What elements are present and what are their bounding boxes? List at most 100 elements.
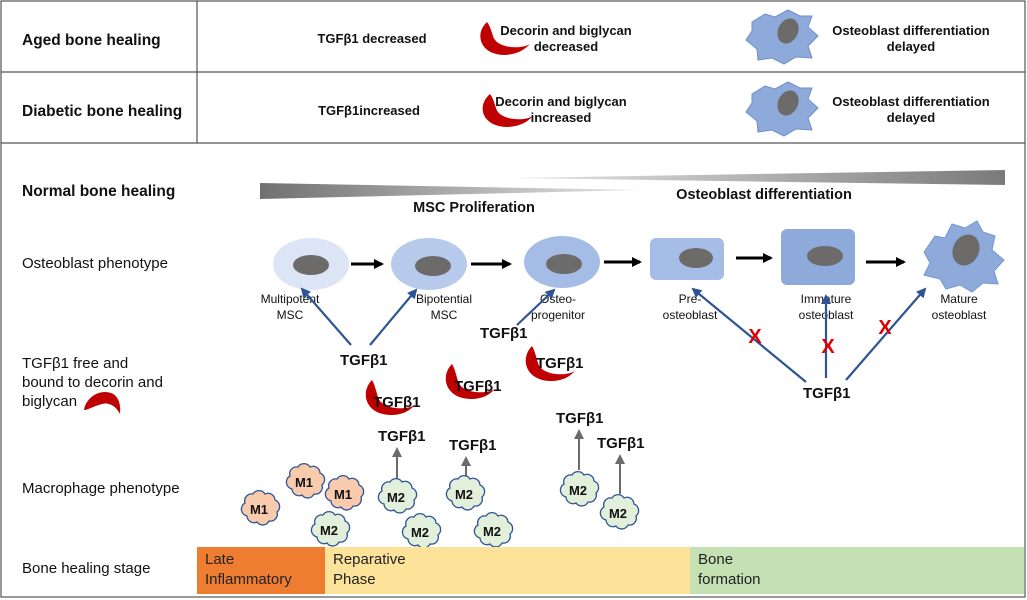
nucleus-icon [293,255,329,275]
stage-label-line: formation [698,571,761,588]
diabetic-decorin-line2: increased [531,110,592,125]
decorin-crescent-icon [482,94,533,127]
cell-multipotent-msc [273,238,349,290]
cell-label-line: progenitor [531,308,585,322]
secretion-arrows [392,429,625,494]
tgf-label: TGFβ1 [803,385,851,402]
tgf-label: TGFβ1 [378,428,426,445]
nucleus-icon [807,246,843,266]
macrophage-m2: M2 [559,470,600,507]
tgf-labels: TGFβ1 TGFβ1 TGFβ1 TGFβ1 TGFβ1 TGFβ1 TGFβ… [340,325,851,454]
inhibit-x-icon: X [748,326,762,348]
cell-pre-osteoblast [650,238,724,280]
tgf-bound-decorin: TGFβ1 [365,380,421,415]
svg-text:M1: M1 [250,502,268,517]
stage-label-line: Late [205,551,235,568]
svg-text:M2: M2 [387,490,405,505]
tgf-label: TGFβ1 [449,437,497,454]
cell-label-line: MSC [431,308,458,322]
aged-tgf-text: TGFβ1 decreased [317,31,426,46]
svg-text:M1: M1 [295,475,313,490]
macrophage-m1: M1 [324,474,365,511]
nucleus-icon [546,254,582,274]
stimulation-arrow [300,287,352,346]
svg-text:M1: M1 [334,487,352,502]
macrophage-m1: M1 [240,489,281,526]
tgf-label: TGFβ1 [373,394,421,411]
inhibited-arrow [691,287,807,383]
osteoblast-differentiation-gradient [510,170,1005,185]
aged-osteo-line1: Osteoblast differentiation [832,23,990,38]
cell-label-line: Bipotential [416,292,472,306]
macrophage-m2: M2 [445,474,486,511]
tgf-label: TGFβ1 [340,352,388,369]
stage-label-line: Reparative [333,551,406,568]
tgf-label: TGFβ1 [480,325,528,342]
inhibit-x-icon: X [821,336,835,358]
diabetic-decorin-line1: Decorin and biglycan [495,94,627,109]
decorin-crescent-icon [445,364,495,399]
cell-label-line: Mature [940,292,978,306]
osteoblast-phenotype-label: Osteoblast phenotype [22,255,168,272]
tgf-stimulation-arrows [300,287,556,346]
svg-text:M2: M2 [320,523,338,538]
stage-label-line: Inflammatory [205,571,292,588]
nucleus-icon [952,234,980,266]
decorin-crescent-icon [480,22,530,55]
tgf-bound-decorin: TGFβ1 [525,346,584,381]
diabetic-osteo-line1: Osteoblast differentiation [832,94,990,109]
cell-label-line: osteoblast [663,308,718,322]
macrophage-phenotype-label: Macrophage phenotype [22,480,180,497]
cell-label-line: osteoblast [932,308,987,322]
tgf-free-label-line3: biglycan [22,393,77,410]
nucleus-icon [777,18,799,44]
macrophages: M1 M1 M1 M2 M2 M2 M2 M2 [240,462,640,549]
tgf-inhibited-arrows [691,287,927,383]
stimulation-arrow [369,288,418,346]
diabetic-osteo-line2: delayed [887,110,935,125]
stage-label-line: Phase [333,571,376,588]
stage-label-line: Bone [698,551,734,568]
cell-label-line: MSC [277,308,304,322]
aged-osteo-line2: delayed [887,39,935,54]
bone-healing-stage-label: Bone healing stage [22,560,150,577]
cell-osteoprogenitor [524,236,600,288]
svg-text:M2: M2 [569,483,587,498]
macrophage-m2: M2 [377,477,418,514]
stage-reparative-phase: Reparative Phase [325,547,690,594]
row-label-diabetic: Diabetic bone healing [22,103,182,120]
msc-proliferation-label: MSC Proliferation [413,200,535,216]
osteoblast-differentiation-label: Osteoblast differentiation [676,187,852,203]
macrophage-m1: M1 [285,462,326,499]
macrophage-m2: M2 [599,493,640,530]
progression-arrows [351,253,906,269]
aged-decorin-line1: Decorin and biglycan [500,23,632,38]
inhibit-x-icon: X [878,317,892,339]
svg-text:M2: M2 [483,524,501,539]
decorin-crescent-icon [84,391,121,414]
svg-text:M2: M2 [411,525,429,540]
tgf-label: TGFβ1 [597,435,645,452]
row-label-aged: Aged bone healing [22,32,161,49]
nucleus-icon [415,256,451,276]
svg-text:M2: M2 [455,487,473,502]
tgf-bound-decorin: TGFβ1 [445,364,502,399]
macrophage-m2: M2 [401,512,442,549]
row-label-normal: Normal bone healing [22,183,175,200]
stimulation-arrow [516,288,556,326]
decorin-crescent-icon [365,380,415,415]
diabetic-tgf-text: TGFβ1increased [318,103,420,118]
tgf-label: TGFβ1 [454,378,502,395]
tgf-free-label-line1: TGFβ1 free and [22,355,128,372]
stage-late-inflammatory: Late Inflammatory [197,547,325,594]
tgf-label: TGFβ1 [556,410,604,427]
svg-text:M2: M2 [609,506,627,521]
msc-proliferation-gradient [260,183,640,199]
nucleus-icon [679,248,713,268]
cell-immature-osteoblast [781,229,855,285]
macrophage-m2: M2 [310,510,351,547]
aged-decorin-line2: decreased [534,39,598,54]
cell-mature-osteoblast [923,220,1005,293]
